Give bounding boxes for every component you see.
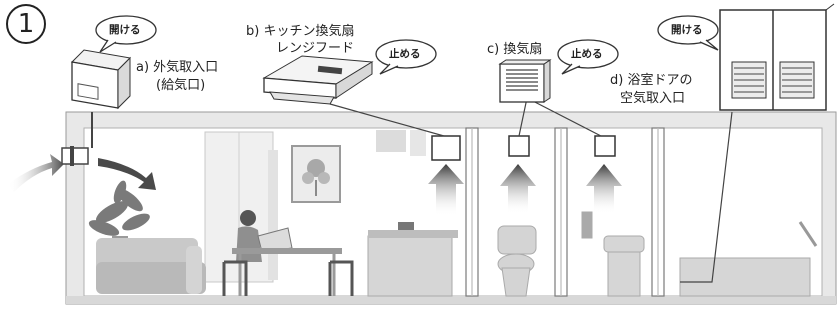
toilet: [497, 225, 537, 297]
partition-walls: [465, 127, 665, 297]
bubble-stop-exhaust: 止める: [571, 48, 603, 60]
label-exhaust-fan: c) 換気扇: [487, 42, 543, 57]
washroom: [581, 211, 818, 297]
speech-bubbles: [95, 15, 719, 75]
wall-air-intake-vent: [61, 112, 93, 166]
bathroom-door-vent-icon: [719, 3, 835, 111]
bubble-stop-kitchen: 止める: [389, 48, 421, 60]
bubble-open-bath-door: 開ける: [671, 24, 703, 36]
airflow-arrow-icon: [8, 154, 156, 192]
kitchen-counter: [367, 130, 458, 297]
wall-picture: [291, 145, 341, 203]
air-intake-vent-icon: [70, 49, 132, 110]
person-reading: [222, 210, 354, 296]
label-outside-intake-line1: a) 外気取入口: [136, 60, 219, 75]
label-bath-door-line1: d) 浴室ドアの: [610, 73, 693, 88]
bubble-open-intake: 開ける: [109, 24, 141, 36]
range-hood-icon: [262, 55, 374, 105]
potted-plant: [88, 180, 150, 252]
exhaust-airflow-arrows: [428, 164, 622, 216]
label-outside-intake-line2: (給気口): [156, 78, 206, 93]
exhaust-fan-icon: [498, 59, 552, 103]
ceiling-vents: [431, 135, 616, 161]
step-number: 1: [6, 4, 46, 44]
label-kitchen-fan-line1: b) キッチン換気扇: [246, 24, 355, 39]
label-bath-door-line2: 空気取入口: [620, 91, 686, 106]
sofa: [96, 238, 206, 294]
label-kitchen-fan-line2: レンジフード: [276, 41, 355, 56]
